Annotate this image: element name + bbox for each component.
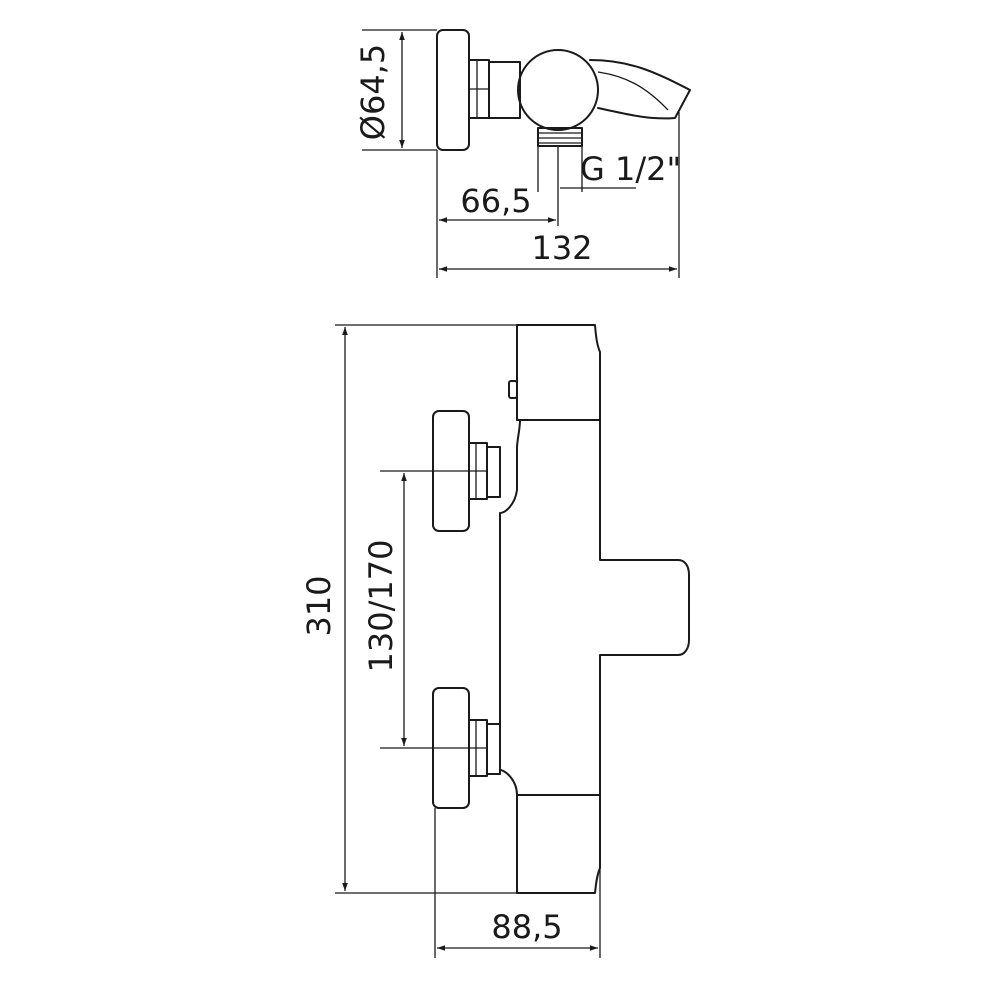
diameter-label: Ø64,5 — [354, 44, 392, 140]
body-depth-label: 88,5 — [491, 908, 562, 946]
top-view — [436, 29, 691, 151]
dimension-overall-depth: 132 — [436, 112, 680, 278]
dimension-overall-height: 310 — [300, 324, 517, 894]
dimension-diameter: Ø64,5 — [354, 29, 437, 151]
rosette-top — [436, 29, 470, 151]
dimension-thread: G 1/2" — [537, 146, 681, 192]
inlet-spacing-label: 130/170 — [362, 540, 400, 673]
spout — [589, 59, 691, 120]
outlet-thread — [537, 127, 583, 147]
dimension-outlet-depth: 66,5 — [439, 146, 559, 226]
body-side — [488, 61, 521, 119]
outlet-depth-label: 66,5 — [460, 182, 531, 220]
front-view — [432, 324, 690, 894]
thread-label: G 1/2" — [580, 150, 681, 188]
overall-height-label: 310 — [300, 575, 338, 636]
dimension-inlet-spacing: 130/170 — [362, 470, 469, 749]
side-button — [508, 380, 518, 399]
mixer-body — [499, 324, 690, 894]
overall-depth-label: 132 — [531, 229, 592, 267]
dimension-body-depth: 88,5 — [434, 808, 601, 958]
handle-round — [517, 49, 599, 131]
